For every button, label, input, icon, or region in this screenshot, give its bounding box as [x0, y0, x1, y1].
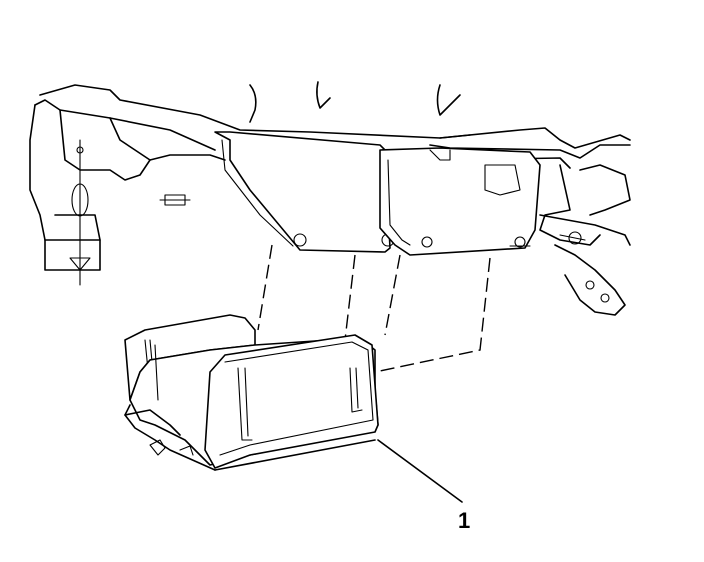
callout-1: 1	[377, 439, 470, 533]
alignment-lines	[257, 244, 491, 373]
callout-label-1: 1	[458, 508, 470, 533]
callout-leader-line	[377, 439, 463, 503]
vehicle-frame	[29, 81, 631, 316]
skid-plate	[124, 314, 379, 471]
